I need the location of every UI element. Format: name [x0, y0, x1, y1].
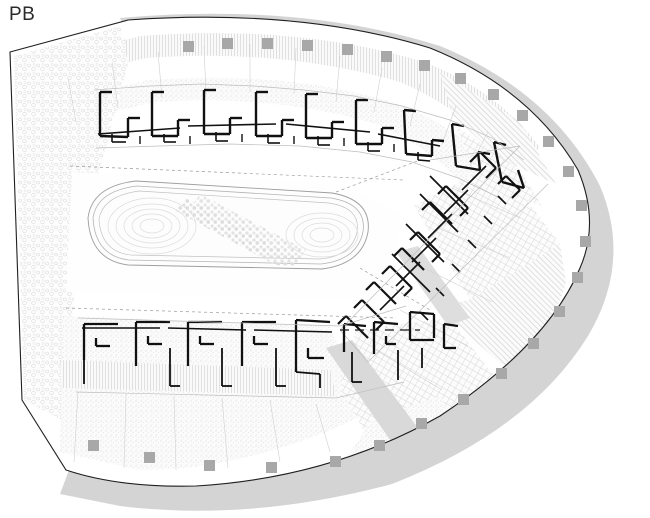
east-block-walls	[337, 151, 521, 339]
south-block-walls	[82, 310, 459, 388]
central-oval-courtyard	[87, 180, 369, 270]
north-block-envelope	[93, 83, 525, 199]
site-reference-lines	[65, 159, 431, 319]
plot-dividers-south	[73, 391, 331, 471]
pedestrian-ramp-upper	[396, 246, 470, 326]
street-tree-markers	[88, 38, 591, 473]
contours-west	[107, 197, 197, 255]
courtyard-planting-band	[174, 198, 300, 266]
site-boundary	[9, 16, 591, 487]
sheet-label: PB	[9, 4, 36, 25]
north-east-paving	[440, 72, 556, 184]
courtyard-mid-ring	[92, 185, 364, 265]
north-walk-strip	[52, 77, 500, 192]
north-deck-strip	[36, 33, 540, 167]
south-deck-strip	[60, 360, 336, 396]
contours-east	[285, 212, 359, 258]
south-block-envelope	[75, 305, 407, 399]
north-block-walls	[97, 88, 526, 190]
courtyard-planting-band-2	[192, 194, 306, 262]
east-block-envelope	[339, 145, 549, 363]
courtyard-inner-ring	[98, 190, 358, 260]
west-planting-2	[104, 38, 126, 92]
